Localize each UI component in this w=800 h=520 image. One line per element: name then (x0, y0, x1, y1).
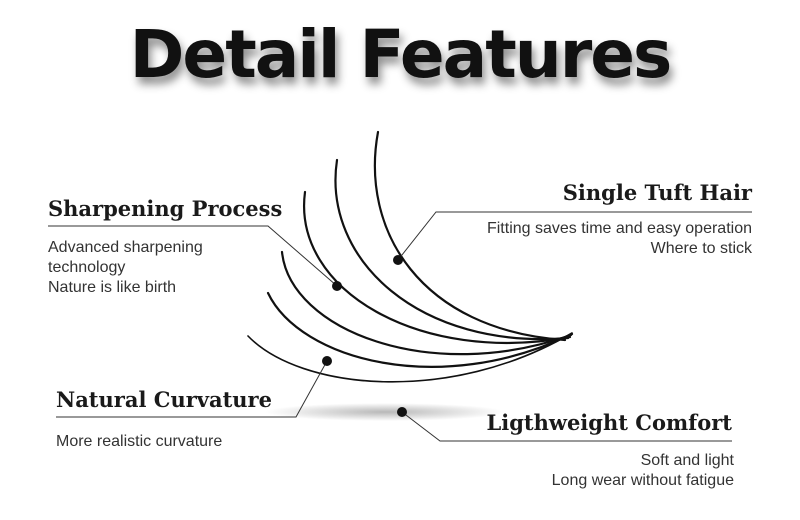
callout-dot-lightweight (397, 407, 407, 417)
callout-dot-natural (322, 356, 332, 366)
feature-desc-sharpening: Advanced sharpening technology Nature is… (48, 238, 203, 298)
callout-line-natural (56, 360, 328, 418)
feature-desc-line: Advanced sharpening (48, 239, 203, 256)
feature-desc-line: More realistic curvature (56, 433, 223, 450)
callout-dots (322, 255, 407, 417)
lash-strand (280, 250, 573, 356)
feature-desc-line: Long wear without fatigue (551, 472, 734, 489)
lash-strand (334, 158, 570, 341)
callout-line-lightweight (401, 411, 732, 442)
feature-desc-line: Where to stick (650, 240, 752, 257)
feature-title-single-tuft: Single Tuft Hair (562, 180, 752, 205)
feature-title-sharpening: Sharpening Process (48, 196, 283, 221)
callout-lines (48, 211, 752, 442)
lash-strands (247, 130, 574, 383)
callout-dot-single-tuft (393, 255, 403, 265)
feature-desc-single-tuft: Fitting saves time and easy operation Wh… (487, 219, 752, 259)
feature-title-lightweight: Ligthweight Comfort (486, 410, 732, 435)
lash-strand (266, 291, 574, 368)
feature-desc-natural-curvature: More realistic curvature (56, 432, 222, 452)
page-title: Detail Features (129, 16, 673, 93)
feature-desc-line: technology (48, 259, 126, 276)
feature-desc-lightweight: Soft and light Long wear without fatigue (552, 451, 734, 491)
lash-strand (247, 332, 573, 383)
lash-strand (302, 190, 572, 345)
callout-dot-sharpening (332, 281, 342, 291)
feature-title-natural-curvature: Natural Curvature (56, 387, 272, 412)
feature-desc-line: Soft and light (640, 452, 734, 469)
feature-desc-line: Nature is like birth (48, 279, 177, 296)
callout-line-sharpening (48, 225, 338, 287)
lash-shadow (265, 403, 505, 421)
callout-line-single-tuft (397, 211, 752, 261)
feature-desc-line: Fitting saves time and easy operation (486, 220, 752, 237)
lash-strand (373, 130, 567, 342)
